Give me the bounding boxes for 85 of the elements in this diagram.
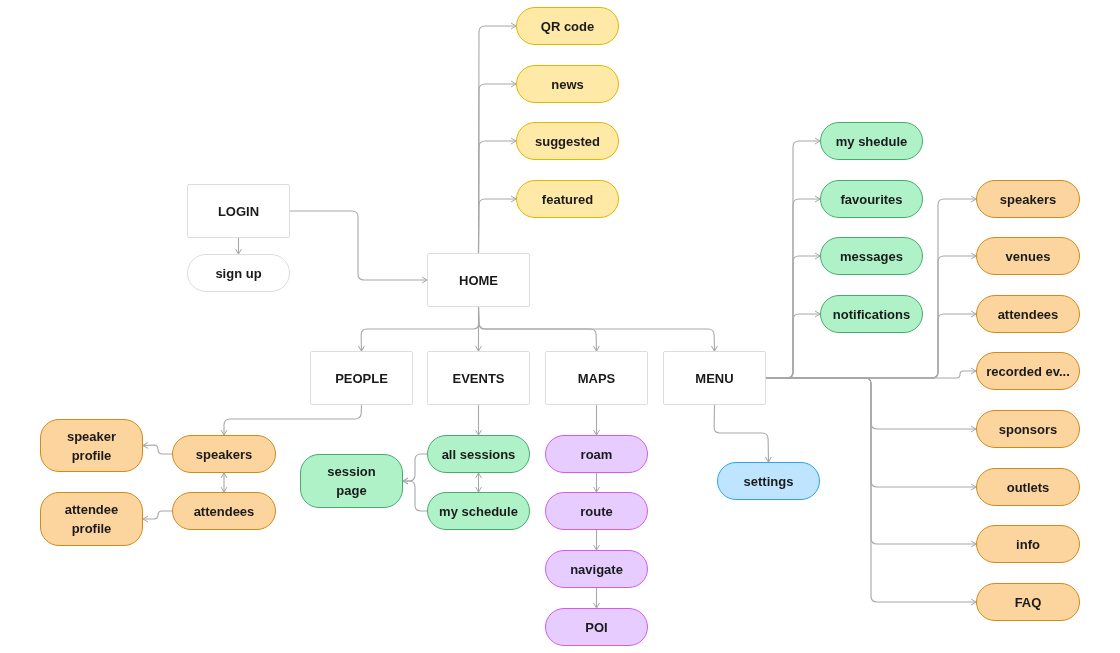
- node-label: FAQ: [1014, 593, 1042, 612]
- screen-box: [545, 351, 648, 405]
- node-label: suggested: [535, 132, 600, 151]
- page-pill: [516, 180, 619, 218]
- page-pill: [976, 180, 1080, 218]
- page-pill: [172, 492, 276, 530]
- node-label: featured: [541, 190, 594, 209]
- connector-arrow: [402, 477, 428, 512]
- page-pill: [976, 237, 1080, 275]
- page-pill: [820, 237, 923, 275]
- node-label: notifications: [832, 305, 911, 324]
- page-pill: [516, 122, 619, 160]
- node-label: sign up: [215, 264, 262, 283]
- page-pill: [427, 492, 530, 530]
- node-label: route: [580, 502, 613, 521]
- node-label: navigate: [570, 560, 623, 579]
- page-pill: [976, 295, 1080, 333]
- connector-arrow: [593, 472, 600, 493]
- node-label: favourites: [840, 190, 903, 209]
- connector-arrow: [142, 510, 173, 523]
- page-pill: [976, 525, 1080, 563]
- connector-arrow: [593, 587, 600, 609]
- page-pill: [976, 583, 1080, 621]
- page-pill: [545, 492, 648, 530]
- page-pill: [172, 435, 276, 473]
- connector-arrow: [235, 237, 242, 255]
- page-pill: [40, 419, 143, 472]
- node-label: messages: [840, 247, 903, 266]
- connector-arrow: [220, 472, 228, 493]
- node-label: speaker profile: [65, 427, 118, 465]
- screen-box: [187, 184, 290, 238]
- connector-arrow: [289, 210, 428, 284]
- node-label: attendees: [997, 305, 1059, 324]
- page-pill: [976, 468, 1080, 506]
- node-label: speakers: [999, 190, 1057, 209]
- node-label: news: [551, 75, 584, 94]
- page-pill: [820, 295, 923, 333]
- node-label: all sessions: [441, 445, 516, 464]
- node-label: MENU: [695, 369, 734, 388]
- node-label: my shedule: [835, 132, 908, 151]
- node-label: my schedule: [439, 502, 518, 521]
- screen-box: [663, 351, 766, 405]
- page-pill: [516, 65, 619, 103]
- node-label: roam: [580, 445, 613, 464]
- node-label: outlets: [1006, 478, 1050, 497]
- page-pill: [545, 608, 648, 646]
- page-pill: [976, 352, 1080, 390]
- connector-arrow: [475, 404, 482, 436]
- connector-arrow: [593, 404, 600, 436]
- page-pill: [300, 454, 403, 508]
- page-pill: [516, 7, 619, 45]
- page-pill: [820, 122, 923, 160]
- node-label: attendee profile: [63, 501, 120, 538]
- node-label: attendees: [193, 502, 255, 521]
- node-label: sponsors: [998, 420, 1058, 439]
- screen-box: [427, 253, 530, 307]
- screen-box: [427, 351, 530, 405]
- page-pill: [545, 550, 648, 588]
- page-pill: [820, 180, 923, 218]
- connector-arrow: [220, 404, 363, 436]
- node-label: settings: [743, 472, 794, 491]
- node-label: LOGIN: [217, 202, 260, 221]
- node-label: info: [1016, 535, 1040, 554]
- page-pill: [976, 410, 1080, 448]
- node-label: QR code: [540, 17, 595, 36]
- page-pill: [427, 435, 530, 473]
- screen-box: [310, 351, 413, 405]
- node-label: MAPS: [577, 369, 616, 388]
- node-label: PEOPLE: [335, 369, 388, 388]
- node-label: POI: [585, 618, 608, 637]
- connector-arrow: [713, 404, 772, 463]
- node-label: HOME: [459, 271, 498, 290]
- connector-arrow: [593, 529, 600, 551]
- node-label: venues: [1005, 247, 1051, 266]
- page-pill: [717, 462, 820, 500]
- page-pill: [40, 492, 143, 546]
- connector-arrow: [477, 306, 718, 352]
- node-label: recorded ev...: [986, 362, 1070, 381]
- page-pill: [545, 435, 648, 473]
- screen-pill: [187, 254, 290, 292]
- connector-arrow: [142, 441, 173, 455]
- node-label: speakers: [195, 445, 253, 464]
- node-label: session page: [326, 463, 377, 500]
- node-label: EVENTS: [452, 369, 505, 388]
- connector-arrow: [475, 472, 482, 493]
